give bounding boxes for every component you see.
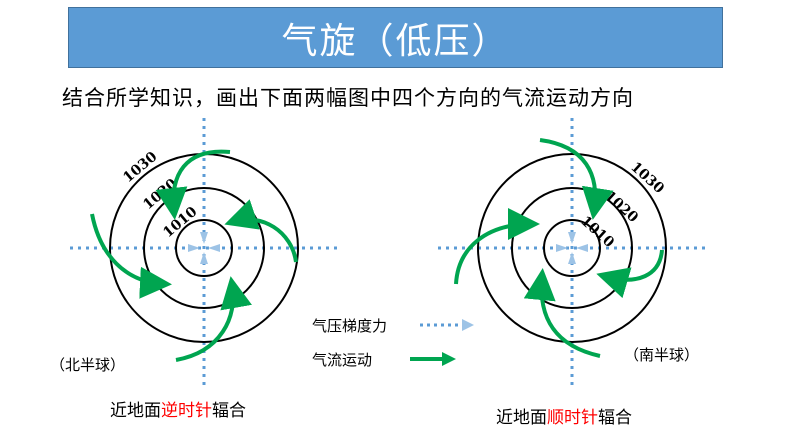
right-hemisphere-label: （南半球） [624, 346, 700, 364]
right-airflow-east [596, 249, 664, 299]
left-airflow-south [175, 276, 252, 362]
right-airflow-west [454, 208, 540, 285]
title-bar: 气旋（低压） [68, 7, 723, 68]
left-airflow-north [155, 149, 231, 220]
left-airflow-east [224, 199, 298, 263]
right-isobar-1030 [477, 153, 667, 343]
instruction-text: 结合所学知识，画出下面两幅图中四个方向的气流运动方向 [62, 86, 634, 110]
right-airflow-arrows [454, 138, 664, 358]
legend-airflow-label: 气流运动 [312, 351, 373, 369]
right-isobar-1020 [511, 187, 633, 309]
right-isobar-label-1020: 1020 [601, 188, 641, 226]
right-airflow-south [523, 268, 601, 358]
left-caption-highlight: 逆时针 [161, 401, 212, 421]
left-caption: 近地面逆时针辐合 [110, 396, 246, 421]
left-caption-prefix: 近地面 [110, 401, 161, 421]
left-caption-suffix: 辐合 [212, 401, 246, 421]
legend-graphics [410, 319, 474, 366]
right-caption-suffix: 辐合 [598, 408, 632, 428]
right-caption-highlight: 顺时针 [547, 408, 598, 428]
right-isobar-label-1010: 1010 [577, 213, 617, 251]
legend-pressure-label: 气压梯度力 [312, 317, 388, 335]
right-caption-prefix: 近地面 [496, 408, 547, 428]
left-pressure-arrows [188, 232, 220, 264]
right-airflow-north [539, 138, 614, 220]
left-airflow-west [90, 213, 172, 299]
right-pressure-arrows [556, 232, 588, 264]
left-hemisphere-label: （北半球） [50, 356, 126, 374]
left-airflow-arrows [90, 149, 298, 362]
legend-pressure-arrowhead [462, 319, 474, 331]
right-isobar-1010 [543, 219, 601, 277]
left-cyclone: 1030 1020 1010 [70, 118, 342, 388]
left-isobar-1020 [143, 187, 265, 309]
left-isobar-1010 [175, 219, 233, 277]
legend-airflow-arrowhead [442, 352, 456, 366]
right-caption: 近地面顺时针辐合 [496, 403, 632, 428]
page-title: 气旋（低压） [281, 20, 510, 62]
